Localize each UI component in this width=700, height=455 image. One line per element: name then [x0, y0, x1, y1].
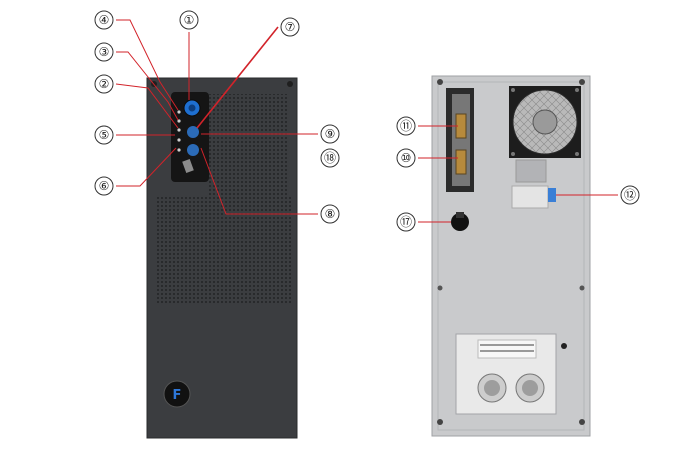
callout-8: ⑧	[320, 204, 340, 224]
front-top-vent	[207, 94, 289, 212]
status-button-lower[interactable]	[187, 144, 199, 156]
svg-text:⑱: ⑱	[324, 151, 336, 165]
svg-text:④: ④	[99, 13, 110, 27]
led-indicator-3	[177, 128, 181, 132]
callout-7: ⑦	[280, 17, 300, 37]
status-button-upper[interactable]	[187, 126, 199, 138]
callout-9: ⑨	[320, 124, 340, 144]
communication-card	[446, 88, 474, 192]
svg-text:⑫: ⑫	[624, 188, 636, 202]
cooling-fan	[509, 86, 581, 158]
rear-view: ⑪ ⑩ ⑫ ⑰	[396, 75, 640, 437]
front-lower-vent	[155, 195, 291, 303]
input-terminal-block	[455, 333, 567, 415]
svg-text:①: ①	[184, 13, 195, 27]
front-logo-badge	[163, 380, 191, 408]
callout-1: ①	[179, 10, 199, 30]
front-leader-lines	[115, 19, 318, 215]
rear-knob[interactable]	[451, 212, 469, 231]
rear-leader-lines	[418, 125, 618, 223]
svg-text:⑦: ⑦	[285, 20, 296, 34]
led-indicator-1	[177, 110, 181, 114]
svg-text:⑪: ⑪	[400, 119, 412, 133]
front-view: F ① ② ③ ④	[94, 10, 340, 439]
callout-5: ⑤	[94, 125, 114, 145]
callout-12: ⑫	[620, 185, 640, 205]
callout-17: ⑰	[396, 212, 416, 232]
svg-text:⑧: ⑧	[325, 207, 336, 221]
svg-text:⑥: ⑥	[99, 179, 110, 193]
serial-port-lower[interactable]	[455, 149, 467, 175]
svg-text:⑤: ⑤	[99, 128, 110, 142]
callout-2: ②	[94, 74, 114, 94]
front-control-panel	[171, 92, 209, 182]
callout-4: ④	[94, 10, 114, 30]
callout-11: ⑪	[396, 116, 416, 136]
svg-text:⑩: ⑩	[401, 151, 412, 165]
panel-switch	[182, 158, 194, 174]
svg-text:③: ③	[99, 45, 110, 59]
dip-switch[interactable]	[548, 188, 556, 202]
led-indicator-2	[177, 119, 181, 123]
led-indicator-5	[177, 148, 181, 152]
svg-text:⑨: ⑨	[325, 127, 336, 141]
callout-6: ⑥	[94, 176, 114, 196]
callout-10: ⑩	[396, 148, 416, 168]
callout-18: ⑱	[320, 148, 340, 168]
front-logo-text: F	[173, 388, 182, 403]
svg-text:②: ②	[99, 77, 110, 91]
callout-3: ③	[94, 42, 114, 62]
led-indicator-4	[177, 138, 181, 142]
svg-text:⑰: ⑰	[400, 215, 412, 229]
